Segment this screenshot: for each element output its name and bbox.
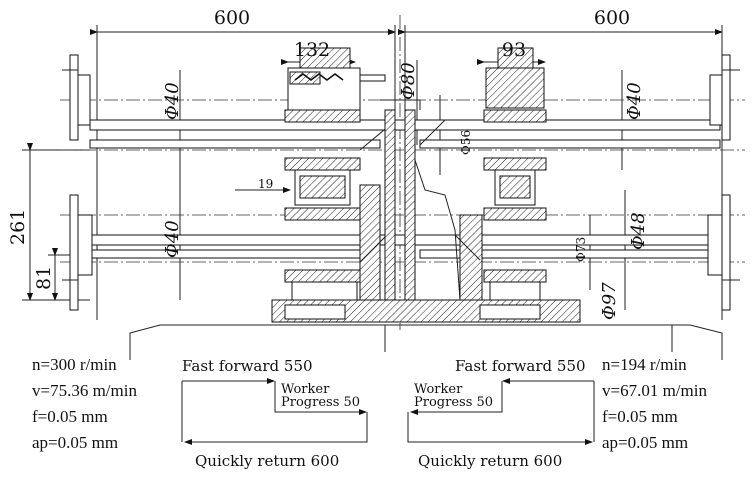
right-param-v: v=67.01 m/min (602, 381, 707, 400)
dim-dia-left-upper: Φ40 (162, 82, 183, 120)
centerlines (60, 15, 745, 330)
left-quick-return: Quickly return 600 (195, 452, 339, 470)
dim-dia-97: Φ97 (599, 282, 620, 320)
dim-height-261: 261 (7, 209, 29, 245)
right-spindle-heads (707, 54, 740, 311)
right-gearbox (419, 47, 547, 301)
dim-dia-48: Φ48 (628, 212, 649, 250)
base (271, 299, 581, 323)
right-parameters: n=194 r/min v=67.01 m/min f=0.05 mm ap=0… (602, 355, 707, 452)
left-progress-label: Progress 50 (281, 395, 360, 410)
right-progress-label: Progress 50 (414, 395, 493, 410)
right-worker-label: Worker (414, 382, 463, 397)
dim-right-gear-width: 93 (502, 39, 526, 61)
left-gearbox (284, 47, 391, 301)
right-quick-return: Quickly return 600 (418, 452, 562, 470)
right-param-ap: ap=0.05 mm (602, 433, 688, 452)
central-column (380, 99, 461, 301)
right-fast-forward: Fast forward 550 (455, 357, 586, 375)
left-parameters: n=300 r/min v=75.36 m/min f=0.05 mm ap=0… (32, 355, 137, 452)
dim-dia-right-upper: Φ40 (624, 82, 645, 120)
dimension-labels: 600 600 132 93 Φ40 Φ40 Φ40 Φ80 Φ56 Φ48 Φ… (7, 7, 649, 320)
left-param-ap: ap=0.05 mm (32, 433, 118, 452)
left-worker-label: Worker (281, 382, 330, 397)
left-param-n: n=300 r/min (32, 355, 117, 374)
left-spindle-heads (62, 54, 93, 311)
dim-dia-73: Φ73 (574, 237, 588, 262)
right-param-n: n=194 r/min (602, 355, 687, 374)
left-fast-forward: Fast forward 550 (182, 357, 313, 375)
right-param-f: f=0.05 mm (602, 407, 678, 426)
dim-height-81: 81 (33, 266, 55, 290)
dim-left-span: 600 (214, 7, 250, 29)
left-param-v: v=75.36 m/min (32, 381, 137, 400)
dim-left-gear-width: 132 (294, 39, 330, 61)
dim-dia-56: Φ56 (459, 130, 473, 155)
dim-dia-left-lower: Φ40 (162, 220, 183, 258)
dim-right-span: 600 (594, 7, 630, 29)
right-cycle-diagram: Fast forward 550 Worker Progress 50 Quic… (407, 357, 595, 470)
dim-offset-19: 19 (258, 177, 273, 191)
left-param-f: f=0.05 mm (32, 407, 108, 426)
left-cycle-diagram: Fast forward 550 Worker Progress 50 Quic… (181, 357, 368, 470)
dim-dia-center: Φ80 (398, 62, 419, 100)
